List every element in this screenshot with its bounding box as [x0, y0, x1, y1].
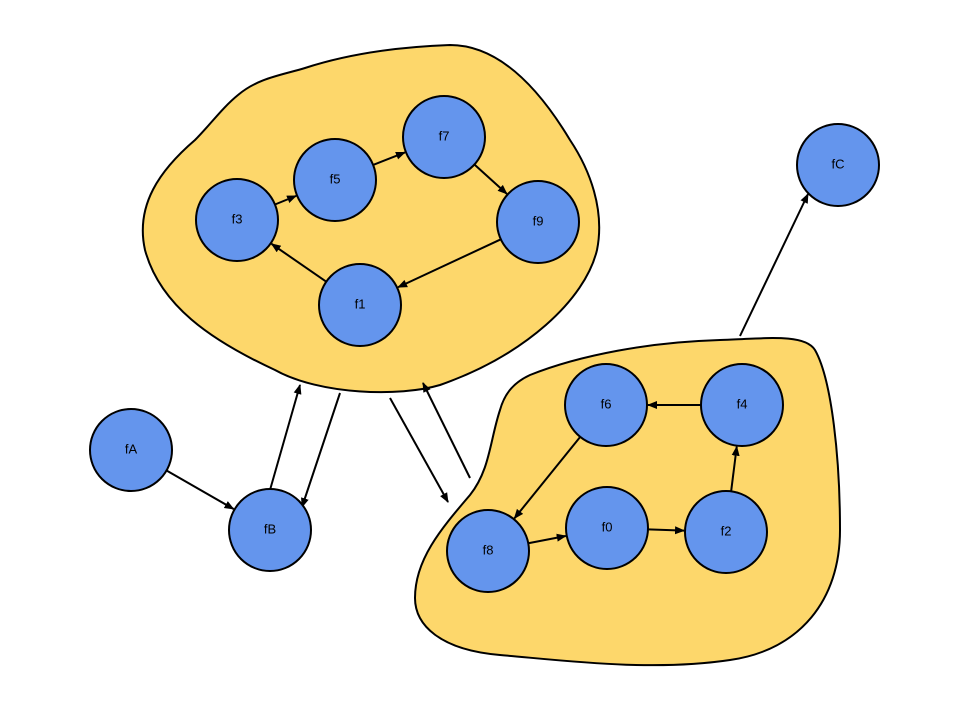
node-f1: f1	[318, 263, 402, 347]
node-label: f9	[533, 213, 544, 228]
node-f6: f6	[564, 363, 648, 447]
edges-layer	[166, 151, 809, 545]
edge-f5-to-f7	[372, 151, 406, 166]
node-fB: fB	[228, 488, 312, 572]
edge-f8-to-f0	[528, 533, 567, 545]
node-f3: f3	[195, 178, 279, 262]
node-label: f3	[232, 211, 243, 226]
node-f5: f5	[293, 138, 377, 222]
node-label: fA	[125, 441, 138, 456]
node-label: f7	[439, 128, 450, 143]
node-label: f6	[601, 396, 612, 411]
edge-f1-to-f3	[270, 243, 327, 283]
node-circle	[228, 488, 312, 572]
edge-cluster-2-to-cluster-1	[422, 382, 471, 479]
edge-f6-to-f8	[513, 436, 582, 520]
node-circle	[293, 138, 377, 222]
node-label: f8	[483, 542, 494, 557]
node-circle	[564, 363, 648, 447]
node-f0: f0	[565, 486, 649, 570]
node-circle	[446, 509, 530, 593]
node-circle	[700, 363, 784, 447]
node-circle	[496, 180, 580, 264]
node-circle	[402, 95, 486, 179]
node-f7: f7	[402, 95, 486, 179]
edge-cluster-1-to-fB	[301, 392, 341, 508]
node-f4: f4	[700, 363, 784, 447]
edge-f3-to-f5	[274, 194, 298, 206]
edge-fA-to-fB	[166, 469, 235, 510]
node-fA: fA	[89, 408, 173, 492]
node-circle	[684, 490, 768, 574]
node-label: fC	[832, 156, 845, 171]
edge-fB-to-cluster-1	[269, 384, 302, 491]
nodes-layer: f0 f1 f2 f3 f4 f5 f6 f7 f8 f9 fA fB fC	[89, 95, 880, 593]
node-circle	[195, 178, 279, 262]
node-circle	[565, 486, 649, 570]
node-circle	[796, 123, 880, 207]
node-f8: f8	[446, 509, 530, 593]
edge-f7-to-f9	[473, 163, 508, 195]
node-fC: fC	[796, 123, 880, 207]
node-label: f0	[602, 519, 613, 534]
node-f9: f9	[496, 180, 580, 264]
node-f2: f2	[684, 490, 768, 574]
node-circle	[318, 263, 402, 347]
edge-f2-to-f4	[730, 445, 740, 492]
node-label: fB	[264, 521, 276, 536]
edge-f0-to-f2	[647, 526, 686, 535]
node-label: f5	[330, 171, 341, 186]
node-label: f2	[721, 523, 732, 538]
node-circle	[89, 408, 173, 492]
node-label: f4	[737, 396, 748, 411]
edge-cluster-1-to-cluster-2	[389, 397, 449, 503]
node-label: f1	[355, 296, 366, 311]
edge-cluster-2-to-fC	[739, 193, 809, 337]
edge-f9-to-f1	[397, 238, 502, 289]
